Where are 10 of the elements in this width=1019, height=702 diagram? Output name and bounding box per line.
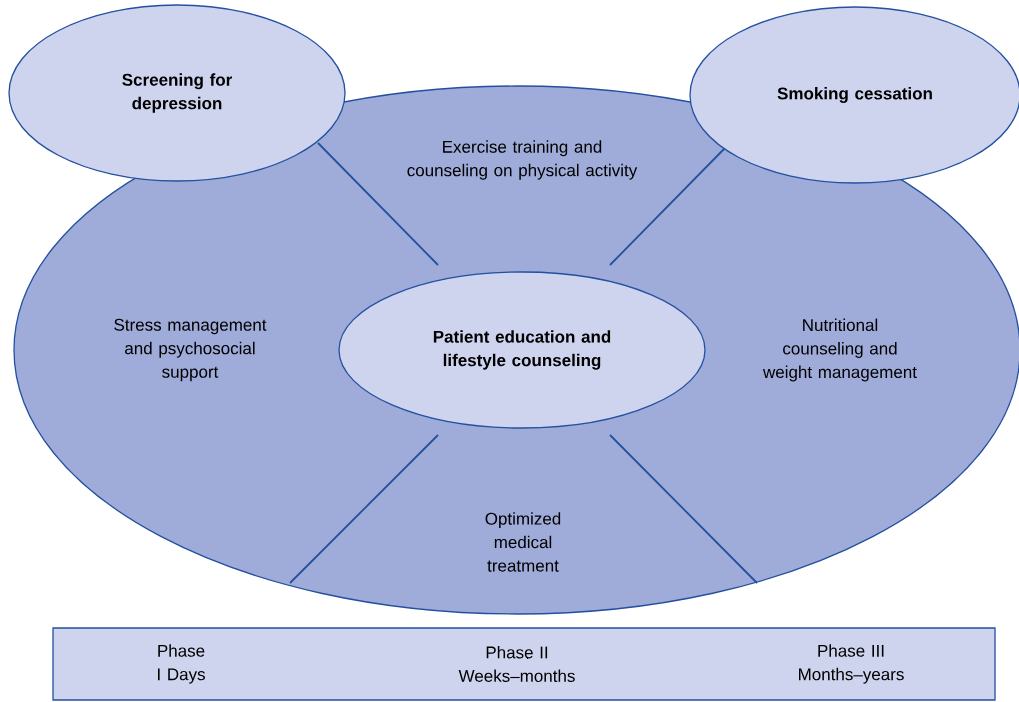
sector-label: Exercise training and counseling on physical activity <box>407 140 638 180</box>
ellipse-label: Smoking cessation <box>777 87 932 103</box>
ellipse-label: Screening for depression <box>122 73 232 113</box>
sector-label: Stress management and psychosocial support <box>114 318 267 382</box>
sector-label: Nutritional counseling and weight management <box>762 318 917 382</box>
phase-label: Phase I Days <box>158 644 205 684</box>
sector-label: Optimized medical treatment <box>485 512 561 572</box>
phase-label: Phase II Weeks–months <box>458 646 575 682</box>
ellipse-label: Patient education and lifestyle counseling <box>433 330 611 370</box>
phase-label: Phase III Months–years <box>799 644 904 684</box>
